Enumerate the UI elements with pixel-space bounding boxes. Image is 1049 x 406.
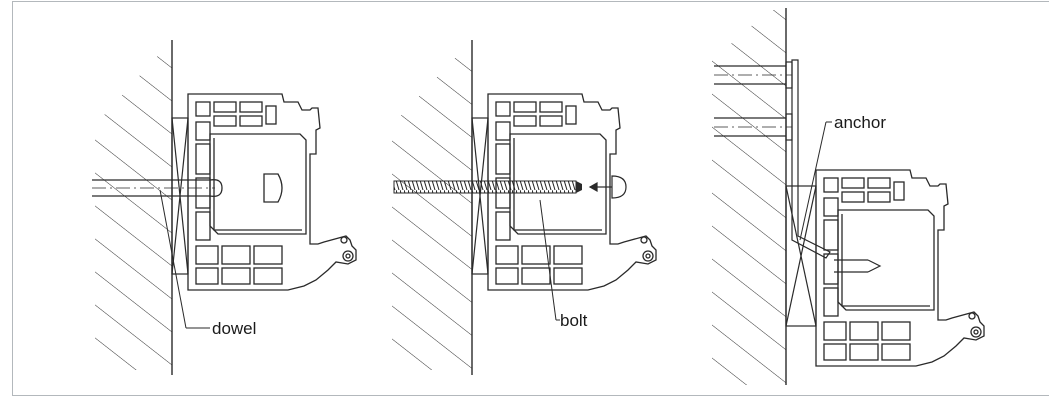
diagram-frame: [12, 1, 1049, 396]
wall-bolts: [714, 59, 831, 259]
cover-cap: [588, 175, 627, 199]
anchor-label: anchor: [834, 113, 886, 132]
wall-hatch: [392, 40, 472, 370]
panel-bolt: bolt: [392, 40, 657, 375]
panel-dowel: dowel: [92, 40, 357, 375]
wall-hatch: [95, 40, 172, 370]
bolt-label: bolt: [560, 311, 588, 330]
dowel-shaft: [92, 173, 283, 203]
wall-hatch: [712, 10, 786, 385]
panel-anchor: anchor: [712, 8, 985, 385]
bolt-shaft: [393, 180, 577, 194]
dowel-label: dowel: [212, 319, 256, 338]
